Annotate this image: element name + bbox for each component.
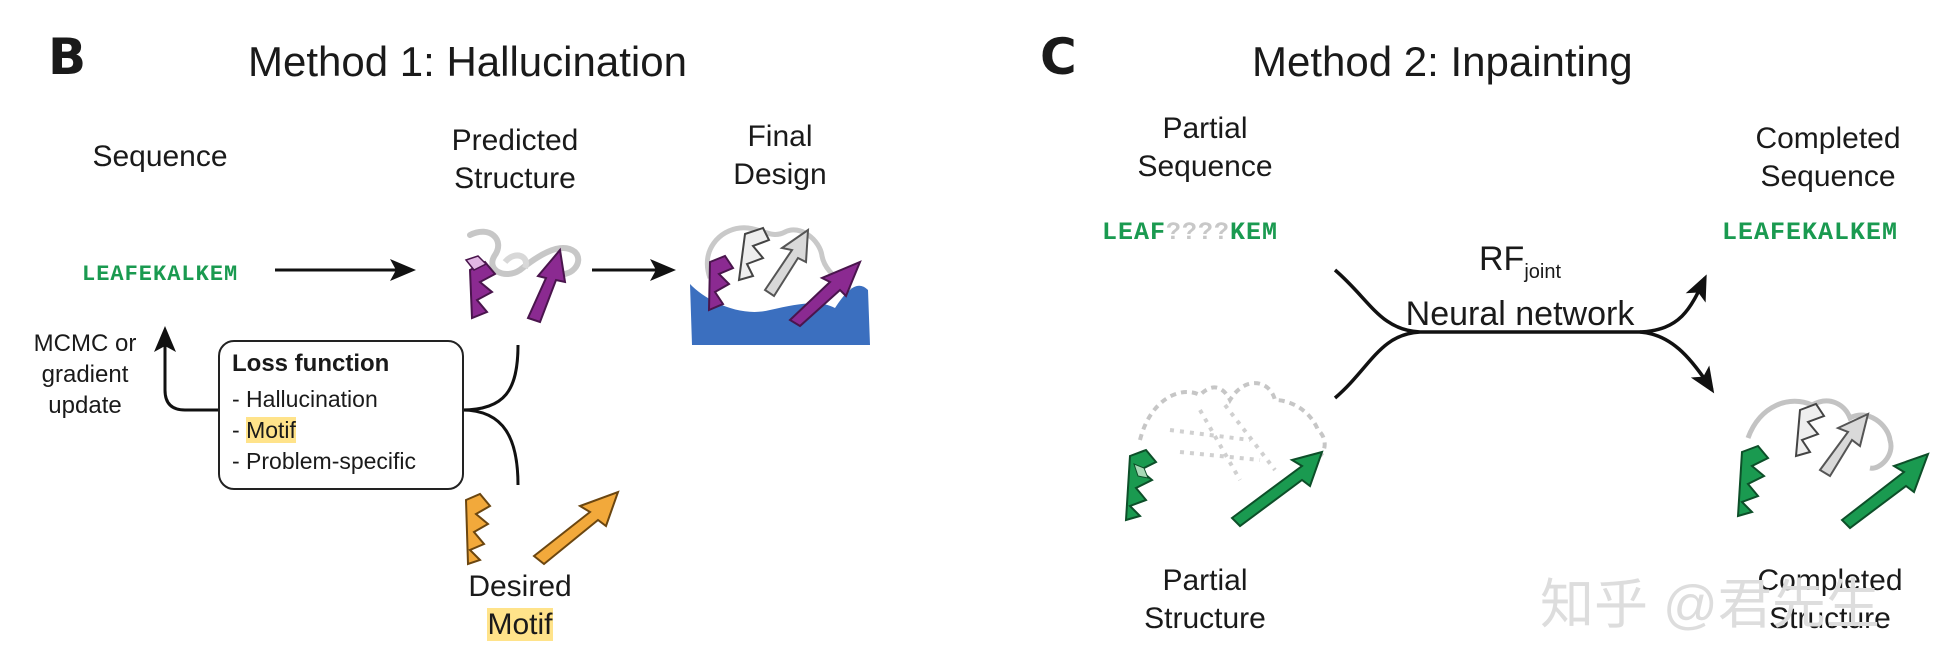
completed-structure-icon — [1736, 398, 1930, 530]
partial-sequence-text: LEAF????KEM — [1102, 218, 1279, 247]
loss-item-motif: - Motif — [232, 417, 296, 443]
desired-motif-icon — [464, 490, 620, 566]
arrow-to-completed-structure — [1639, 330, 1715, 394]
network-input-curves — [1333, 268, 1640, 400]
predicted-structure-label: Predicted Structure — [451, 124, 579, 195]
partial-structure-icon — [1124, 381, 1327, 528]
predicted-structure-icon — [464, 228, 582, 324]
partial-sequence-label: Partial Sequence — [1137, 112, 1273, 183]
sequence-label: Sequence — [92, 140, 228, 173]
completed-sequence-text: LEAFEKALKEM — [1722, 218, 1899, 247]
watermark: 知乎 @君先生 — [1540, 575, 1880, 635]
panel-b-letter: B — [48, 28, 87, 86]
arrow-to-completed-sequence — [1639, 274, 1707, 334]
final-design-icon — [690, 225, 870, 345]
sequence-text: LEAFEKALKEM — [82, 262, 239, 287]
loss-function-title: Loss function — [232, 350, 390, 377]
final-design-label: Final Design — [733, 120, 827, 191]
desired-motif-label: Desired Motif — [468, 570, 572, 641]
panel-c-title: Method 2: Inpainting — [1252, 38, 1633, 85]
network-label: RFjoint Neural network — [1390, 238, 1650, 335]
loss-branch-lines — [461, 344, 520, 486]
arrow-update-loop — [154, 326, 218, 412]
loss-item-hallucination: - Hallucination — [232, 386, 378, 412]
partial-structure-label: Partial Structure — [1144, 564, 1266, 635]
loss-function-box: Loss function - Hallucination - Motif - … — [218, 340, 464, 490]
network-description: Neural network — [1405, 294, 1635, 333]
update-label: MCMC or gradient update — [33, 330, 137, 419]
panel-c-letter: C — [1040, 28, 1077, 86]
completed-sequence-label: Completed Sequence — [1755, 122, 1901, 193]
network-name: RFjoint — [1478, 240, 1562, 283]
completed-structure-label: Completed Structure — [1757, 564, 1903, 635]
loss-item-problem-specific: - Problem-specific — [232, 448, 417, 474]
panel-b-title: Method 1: Hallucination — [248, 38, 687, 85]
